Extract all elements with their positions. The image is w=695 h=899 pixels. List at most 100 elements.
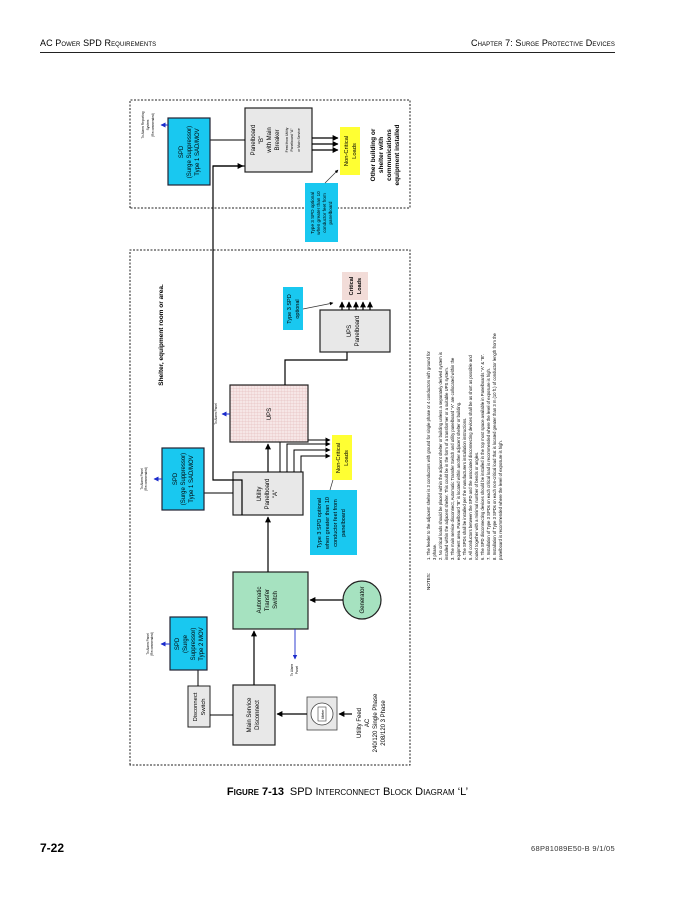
svg-text:Loads: Loads [344, 450, 350, 466]
svg-text:(Surge Suppressor): (Surge Suppressor) [181, 453, 187, 505]
spd-type2-mov: SPD (Surge Suppressor) Type 2 MOV [169, 616, 208, 671]
svg-text:or Main Service: or Main Service [297, 128, 301, 152]
svg-text:SPD: SPD [173, 472, 179, 485]
svg-text:Panelboard: Panelboard [251, 125, 257, 156]
svg-text:Type 3 SPD: Type 3 SPD [287, 294, 293, 323]
other-building-label: Other building or shelter with communica… [370, 124, 401, 185]
svg-text:(Surge: (Surge [183, 634, 189, 653]
feeder-a-to-b-line [212, 165, 250, 515]
svg-text:panelboard: panelboard [328, 201, 333, 224]
svg-text:Non-Critical: Non-Critical [336, 443, 342, 473]
svg-text:UPS: UPS [347, 325, 353, 337]
svg-text:Panelboard "A": Panelboard "A" [290, 128, 294, 152]
spd2-alarm-label: To Alarm Panel (Recommended) [146, 632, 154, 656]
svg-text:optional: optional [295, 299, 301, 318]
svg-text:Loads: Loads [352, 143, 358, 159]
type3-spd-callout-a: Type 3 SPD optional when greater than 10… [310, 490, 357, 555]
note-line: 3. The main service disconnect, Automati… [450, 357, 455, 560]
svg-text:Type 1 SAD/MOV: Type 1 SAD/MOV [189, 455, 195, 502]
svg-text:Type 3 SPD optional: Type 3 SPD optional [310, 192, 315, 234]
spd1-b-alarm-label: To Alarm Reporting System (Recommended) [141, 111, 155, 138]
svg-text:Suppressor): Suppressor) [191, 628, 197, 661]
notes-title: NOTES: [426, 573, 431, 590]
note-line: 6. The SPD disconnecting devices should … [480, 354, 485, 560]
note-line: 4. The SPDs shall be installed per the m… [462, 418, 467, 560]
svg-text:conductor feet from: conductor feet from [322, 193, 327, 233]
meter-label: Meter [321, 709, 325, 719]
note-line: panelboard is recommended where the leve… [498, 440, 503, 560]
svg-text:240/120 Single Phase: 240/120 Single Phase [373, 693, 379, 752]
critical-loads: Critical Loads [342, 272, 368, 300]
header-rule [40, 52, 615, 53]
disconnect-switch: Disconnect Switch [187, 685, 211, 728]
svg-text:Switch: Switch [201, 698, 207, 715]
svg-text:To Alarm Reporting: To Alarm Reporting [141, 111, 145, 138]
note-line: 7. Installation of Type 3 SPDs on each c… [486, 368, 491, 560]
svg-text:when greater than 10: when greater than 10 [325, 497, 331, 550]
note-line: 1. The feeder to the adjacent shelter is… [426, 350, 431, 560]
svg-text:208/120 3 Phase: 208/120 3 Phase [381, 700, 387, 746]
figure-caption: Figure 7-13 SPD Interconnect Block Diagr… [0, 786, 695, 798]
automatic-transfer-switch: Automatic Transfer Switch [232, 571, 309, 630]
utility-feed-label: Utility Feed AC 240/120 Single Phase 208… [357, 693, 387, 752]
svg-text:Other building or: Other building or [370, 128, 377, 181]
type3-callout-b-pointer [324, 169, 339, 184]
other-building-enclosure [129, 99, 411, 209]
utility-panelboard-a: Utility Panelboard "A" [232, 471, 304, 516]
running-header-left: AC Power SPD Requirements [40, 38, 157, 48]
svg-text:Feed from Utility: Feed from Utility [285, 127, 289, 152]
note-line: 5. All conductors between the SPD and th… [468, 354, 473, 560]
note-line: 8. Installation of Type 3 SPDs on each n… [492, 332, 497, 560]
svg-text:Automatic: Automatic [257, 587, 263, 614]
svg-text:(Recommended): (Recommended) [151, 113, 155, 137]
svg-text:Switch: Switch [273, 591, 279, 609]
panelboard-b: Panelboard "B" with Main Breaker Feed fr… [244, 107, 313, 173]
svg-text:Non-Critical: Non-Critical [344, 136, 350, 166]
svg-text:Utility: Utility [257, 487, 263, 502]
ups: UPS [229, 384, 309, 443]
svg-text:Type 1 SAD/MOV: Type 1 SAD/MOV [195, 128, 201, 175]
svg-text:Main Service: Main Service [247, 697, 253, 732]
note-line: installed within the adjacent shelter. T… [444, 367, 449, 560]
svg-text:Generator: Generator [360, 586, 366, 613]
svg-text:Breaker: Breaker [275, 129, 281, 150]
main-service-disconnect: Main Service Disconnect [232, 684, 276, 746]
notes-block: NOTES: 1. The feeder to the adjacent she… [426, 332, 503, 590]
ups-alarm-label: To Alarm Panel [214, 403, 218, 425]
svg-text:System: System [146, 119, 150, 130]
document-id: 68P81089E50-B 9/1/05 [531, 844, 615, 853]
svg-text:(Surge Suppressor): (Surge Suppressor) [187, 126, 193, 178]
ups-panel-load-feeders [339, 301, 373, 310]
svg-text:AC: AC [365, 718, 371, 727]
panel-b-load-feeders [312, 135, 339, 153]
svg-text:Type 3 SPD optional: Type 3 SPD optional [317, 498, 323, 548]
running-header-right: Chapter 7: Surge Protective Devices [470, 38, 615, 48]
note-line: equipment area. Panelboard "B" is locate… [456, 402, 461, 560]
type3-optional-pointer [302, 301, 334, 310]
svg-text:Utility Feed: Utility Feed [357, 708, 363, 738]
note-line: routed together with a minimal number of… [474, 452, 479, 560]
type3-spd-optional: Type 3 SPD optional [283, 287, 303, 330]
spd-type1-b: SPD (Surge Suppressor) Type 1 SAD/MOV [167, 117, 211, 186]
svg-text:Type 2 MOV: Type 2 MOV [199, 627, 205, 660]
svg-text:"B": "B" [259, 136, 265, 144]
svg-text:conductor feet from: conductor feet from [333, 499, 339, 547]
svg-text:Panelboard: Panelboard [265, 479, 271, 510]
svg-text:SPD: SPD [175, 637, 181, 650]
svg-text:"A": "A" [273, 490, 279, 498]
svg-text:with Main: with Main [267, 127, 273, 153]
shelter-label: Shelter, equipment room or area. [158, 284, 165, 386]
shelter-enclosure [129, 249, 411, 766]
non-critical-loads-b: Non-Critical Loads [340, 127, 360, 175]
svg-text:Disconnect: Disconnect [255, 700, 261, 730]
svg-text:UPS: UPS [267, 408, 273, 420]
non-critical-loads-a: Non-Critical Loads [332, 435, 352, 480]
svg-text:equipment installed: equipment installed [394, 124, 401, 185]
page-number: 7-22 [40, 841, 65, 855]
generator: Generator [342, 580, 382, 620]
svg-text:Transfer: Transfer [265, 589, 271, 611]
note-line: 3 phase. [432, 544, 437, 560]
svg-text:To Alarm Panel: To Alarm Panel [140, 468, 144, 490]
spd1-a-alarm-label: To Alarm Panel (Recommended) [140, 467, 148, 491]
